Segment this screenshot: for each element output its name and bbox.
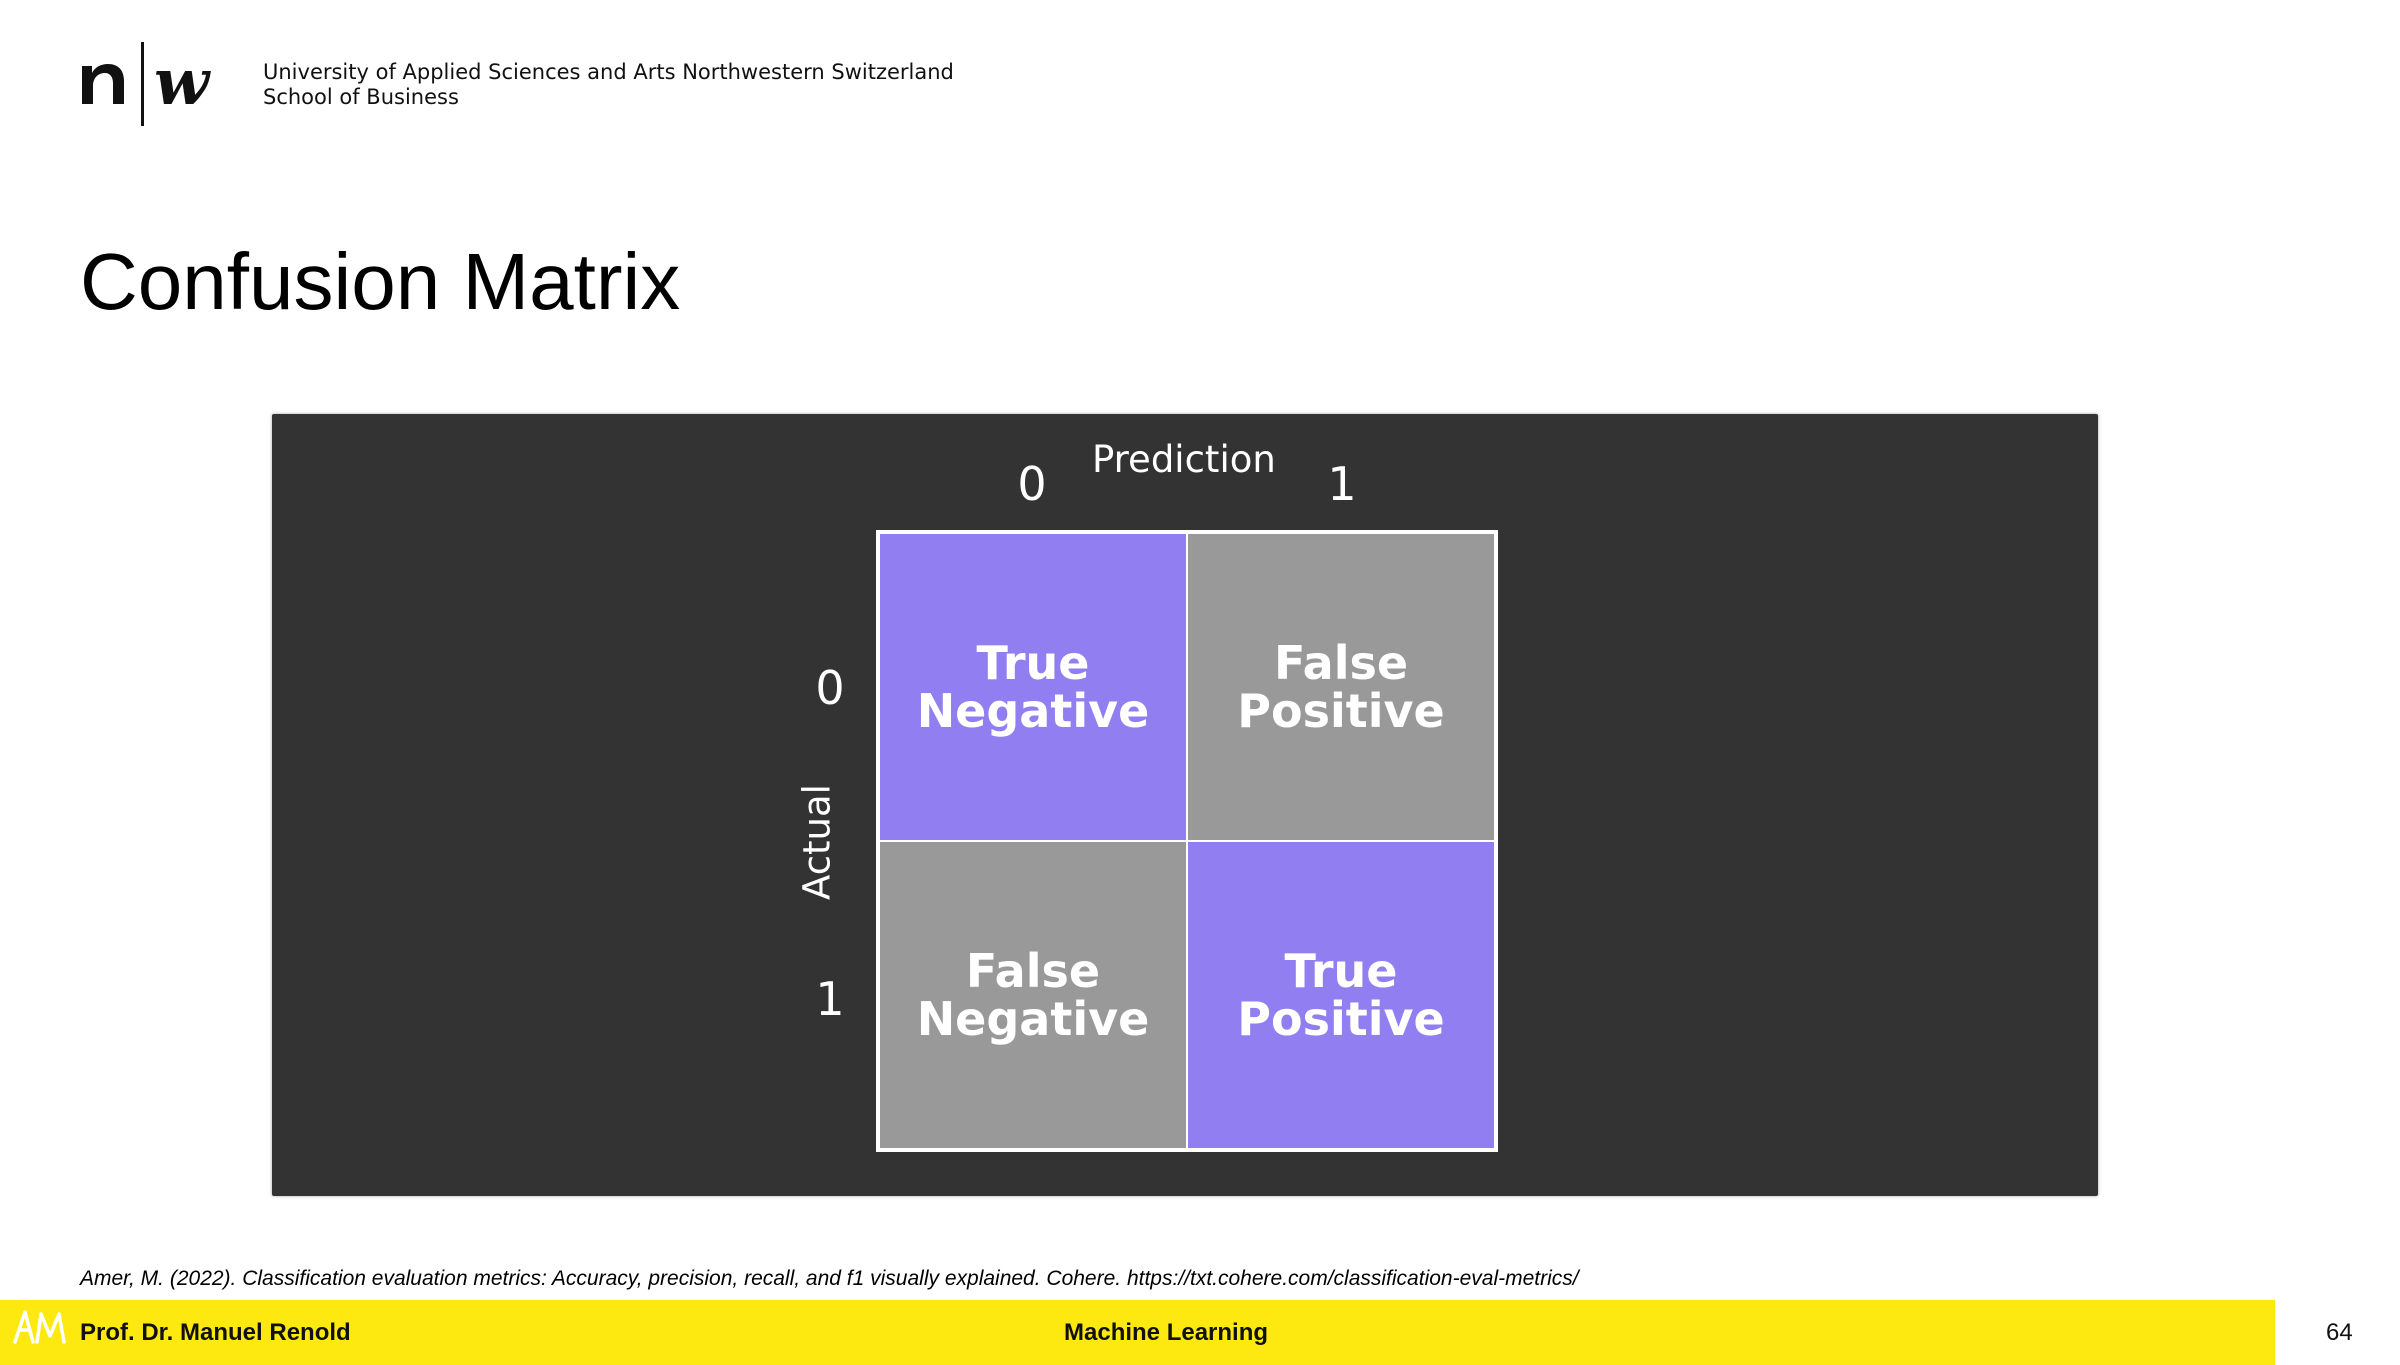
cell-line-1: True bbox=[1284, 944, 1398, 998]
matrix-grid: True Negative False Positive False Negat… bbox=[876, 530, 1498, 1152]
actual-tick-1: 1 bbox=[815, 972, 845, 1026]
cell-false-negative: False Negative bbox=[880, 842, 1186, 1148]
fhnw-logo-icon: w bbox=[82, 42, 211, 126]
institution-name: University of Applied Sciences and Arts … bbox=[263, 60, 954, 110]
cell-false-positive: False Positive bbox=[1188, 534, 1494, 840]
institution-line-1: University of Applied Sciences and Arts … bbox=[263, 60, 954, 84]
cell-line-1: False bbox=[965, 944, 1101, 998]
cell-line-2: Negative bbox=[916, 684, 1150, 738]
am-logo-icon bbox=[13, 1310, 66, 1344]
cell-line-2: Positive bbox=[1237, 992, 1445, 1046]
confusion-matrix-figure: Prediction 0 1 Actual 0 1 True Negative … bbox=[272, 414, 2098, 1196]
prediction-tick-0: 0 bbox=[1017, 457, 1047, 511]
citation: Amer, M. (2022). Classification evaluati… bbox=[80, 1267, 1579, 1290]
cell-true-negative: True Negative bbox=[880, 534, 1186, 840]
cell-line-2: Negative bbox=[916, 992, 1150, 1046]
cell-true-positive: True Positive bbox=[1188, 842, 1494, 1148]
prediction-axis-label: Prediction bbox=[1092, 438, 1276, 481]
cell-line-1: False bbox=[1273, 636, 1409, 690]
institution-line-2: School of Business bbox=[263, 85, 459, 109]
footer-author: Prof. Dr. Manuel Renold bbox=[80, 1319, 351, 1346]
page-number: 64 bbox=[2326, 1319, 2353, 1346]
actual-axis-label: Actual bbox=[795, 784, 839, 900]
actual-tick-0: 0 bbox=[815, 661, 845, 715]
page-title: Confusion Matrix bbox=[80, 237, 681, 326]
prediction-tick-1: 1 bbox=[1327, 457, 1357, 511]
cell-line-1: True bbox=[976, 636, 1090, 690]
cell-line-2: Positive bbox=[1237, 684, 1445, 738]
footer-course: Machine Learning bbox=[1064, 1319, 1269, 1346]
svg-text:w: w bbox=[154, 45, 211, 120]
